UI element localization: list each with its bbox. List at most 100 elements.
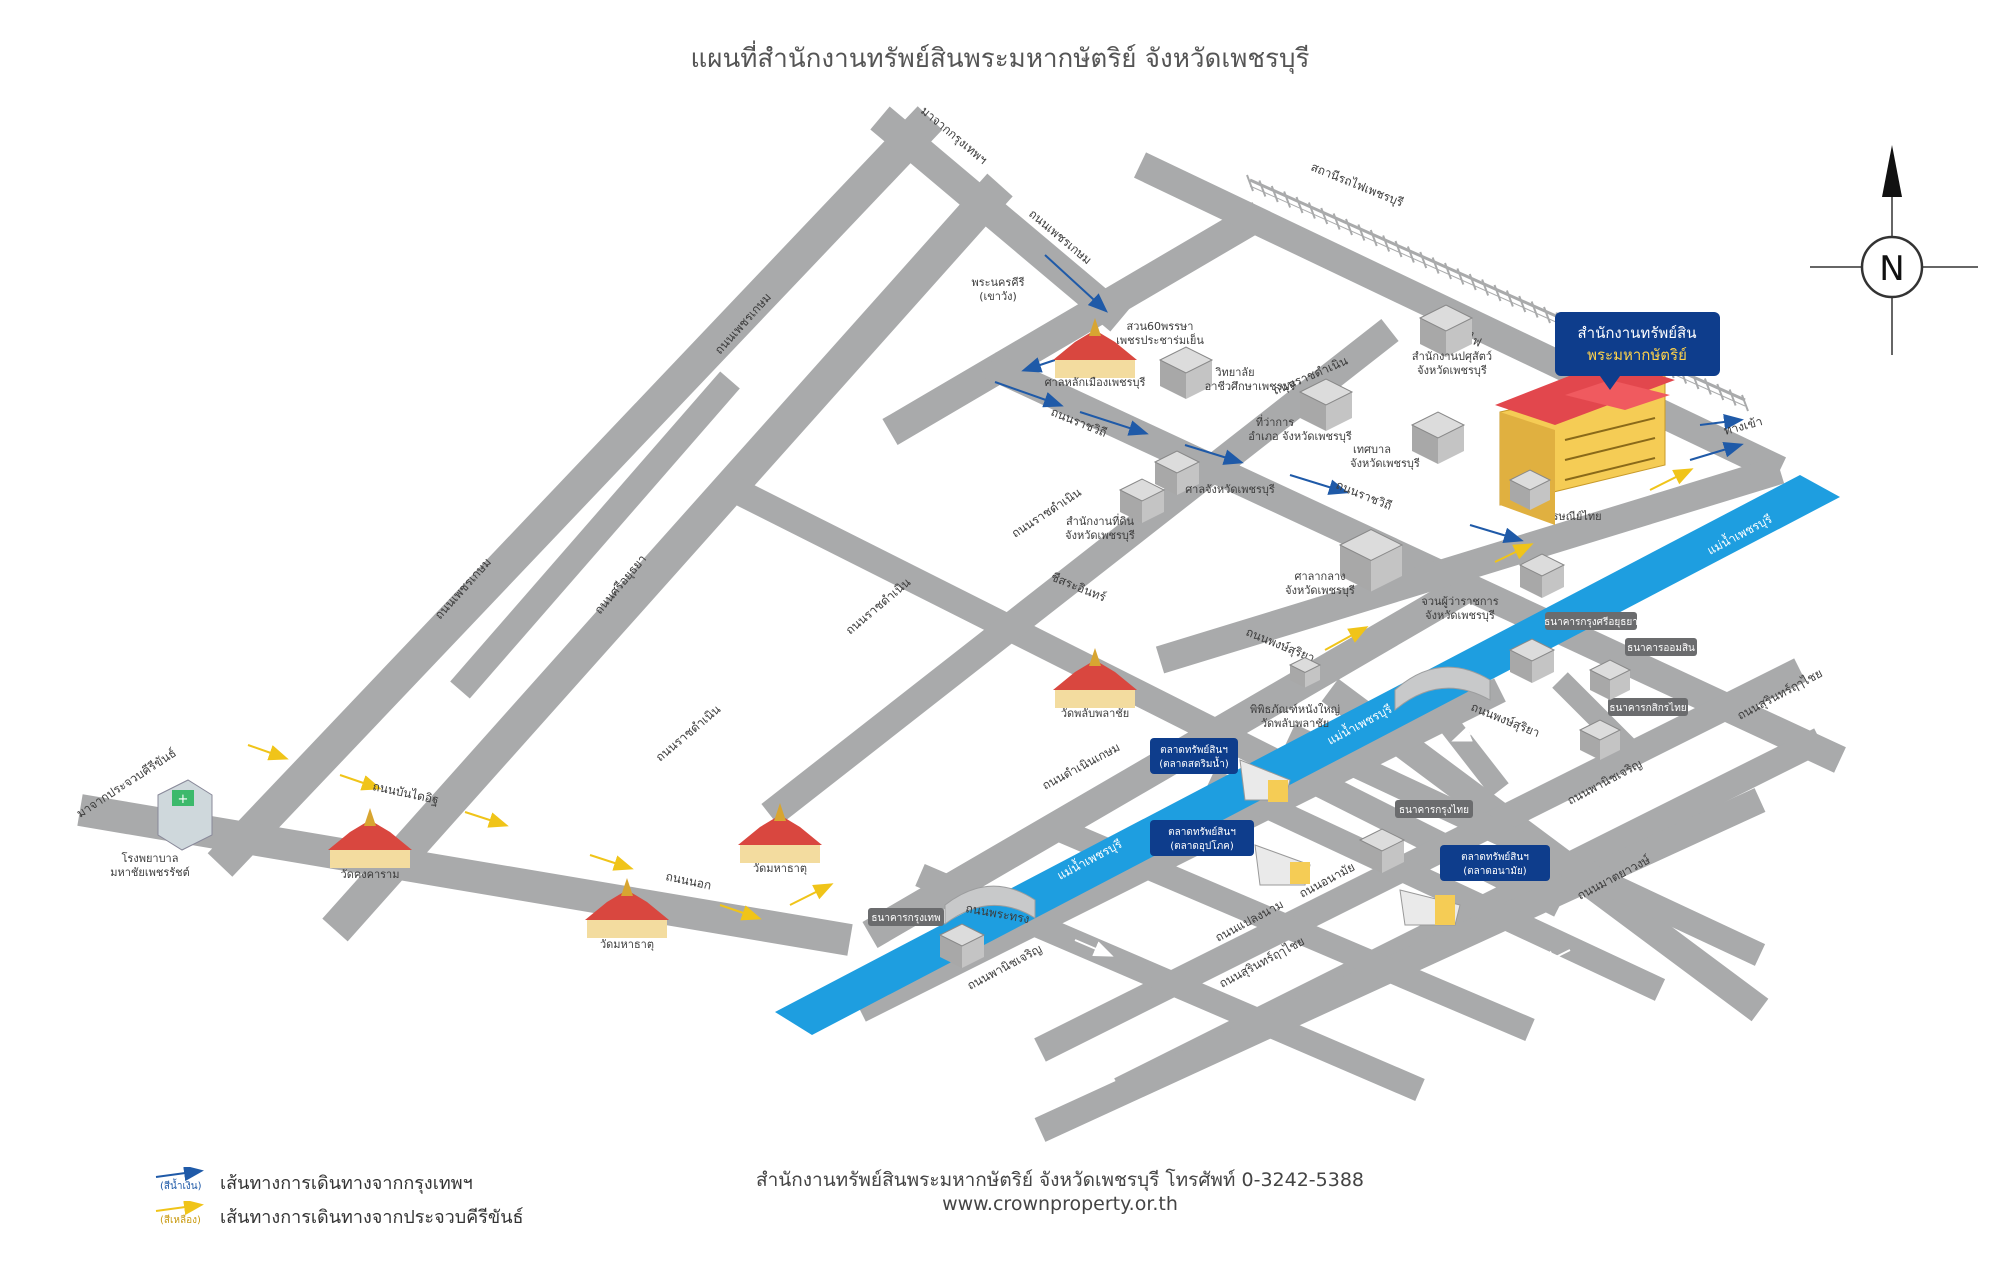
bank-callouts[interactable]: ธนาคารกรุงศรีอยุธยา ธนาคารออมสิน ธนาคารก… [868,612,1697,926]
bridges [944,666,1491,926]
svg-text:วัดมหาธาตุ: วัดมหาธาตุ [600,938,654,951]
temples [328,318,1137,938]
temple-wat-mahathat-2-icon [585,878,669,938]
svg-text:วัดพลับพลาชัย: วัดพลับพลาชัย [1261,717,1329,730]
market-callouts[interactable]: ตลาดทรัพย์สินฯ (ตลาดสดริมน้ำ) ตลาดทรัพย์… [1150,738,1550,926]
svg-text:ที่ว่าการ: ที่ว่าการ [1256,414,1294,429]
bank-kasikorn: ธนาคารกสิกรไทย [1608,698,1688,716]
bridge-south [944,885,1036,926]
svg-text:ศาลากลาง: ศาลากลาง [1294,570,1345,583]
building-post [1508,469,1552,510]
building-municipal [1410,411,1466,464]
bank-krungthai: ธนาคารกรุงไทย [1395,800,1473,818]
svg-text:มหาชัยเพชรรัชต์: มหาชัยเพชรรัชต์ [110,866,190,879]
label-ratchadamnoen-4: ถนนราชดำเนิน [653,702,723,764]
svg-text:อำเภอ จังหวัดเพชรบุรี: อำเภอ จังหวัดเพชรบุรี [1248,430,1352,443]
road-phetkasem-inner [322,173,1013,942]
svg-text:ธนาคารออมสิน: ธนาคารออมสิน [1627,643,1695,654]
svg-text:(ตลาดอนามัย): (ตลาดอนามัย) [1463,866,1527,877]
svg-text:วัดพลับพลาชัย: วัดพลับพลาชัย [1061,707,1129,720]
building-city-hall [1338,528,1404,592]
svg-text:ธนาคารกรุงไทย: ธนาคารกรุงไทย [1399,804,1469,816]
road-ratchadamnoen [761,318,1399,827]
legend-yellow-route: (สีเหลือง) เส้นทางการเดินทางจากประจวบคีร… [150,1199,524,1233]
svg-text:โรงพยาบาล: โรงพยาบาล [122,851,179,865]
hospital[interactable]: + [157,779,213,851]
map-title: แผนที่สำนักงานทรัพย์สินพระมหากษัตริย์ จั… [690,44,1310,74]
building-museum [1288,656,1322,688]
bridge-north [1394,666,1491,712]
crown-property-office[interactable]: สำนักงานทรัพย์สิน พระมหากษัตริย์ [1495,312,1720,525]
building-college [1158,346,1214,399]
svg-text:สำนักงานที่ดิน: สำนักงานที่ดิน [1066,513,1135,528]
building-governor [1518,553,1566,598]
svg-text:พิพิธภัณฑ์หนังใหญ่: พิพิธภัณฑ์หนังใหญ่ [1250,703,1340,716]
road-phong-suriya-north [1155,456,1785,674]
svg-text:ตลาดทรัพย์สินฯ: ตลาดทรัพย์สินฯ [1168,826,1236,838]
compass-letter: N [1879,249,1904,289]
market-3: ตลาดทรัพย์สินฯ (ตลาดอนามัย) [1399,845,1550,926]
market-1: ตลาดทรัพย์สินฯ (ตลาดสดริมน้ำ) [1150,738,1291,802]
svg-text:จังหวัดเพชรบุรี: จังหวัดเพชรบุรี [1425,609,1495,622]
svg-text:สวน60พรรษา: สวน60พรรษา [1127,320,1194,333]
bank-omsin: ธนาคารออมสิน [1625,638,1697,656]
hospital-cross-icon: + [178,792,189,807]
label-phong-suriya-2: ถนนพงษ์สุริยา [1469,700,1542,741]
footer-website[interactable]: www.crownproperty.or.th [942,1193,1178,1215]
svg-text:ธนาคารกรุงเทพ: ธนาคารกรุงเทพ [871,913,940,924]
svg-text:จังหวัดเพชรบุรี: จังหวัดเพชรบุรี [1285,584,1355,597]
building-livestock [1418,304,1474,357]
legend: (สีน้ำเงิน) เส้นทางการเดินทางจากกรุงเทพฯ… [150,1165,524,1233]
bank-krungthep: ธนาคารกรุงเทพ [868,908,944,926]
label-entrance: ทางเข้า [1722,414,1764,438]
label-bandai-it: ถนนบันไดอิฐ [371,779,440,807]
svg-text:ตลาดทรัพย์สินฯ: ตลาดทรัพย์สินฯ [1461,851,1529,863]
svg-text:จวนผู้ว่าราชการ: จวนผู้ว่าราชการ [1421,595,1498,608]
legend-blue-route: (สีน้ำเงิน) เส้นทางการเดินทางจากกรุงเทพฯ [150,1165,524,1199]
svg-text:เพชรประชาร่มเย็น: เพชรประชาร่มเย็น [1116,333,1204,347]
building-land-office [1118,478,1166,523]
svg-text:ศาลจังหวัดเพชรบุรี: ศาลจังหวัดเพชรบุรี [1185,483,1275,496]
road-khiri-rattaya [729,478,1566,917]
one-way-arrows [1074,726,1571,967]
svg-text:อาชีวศึกษาเพชรบุรี: อาชีวศึกษาเพชรบุรี [1205,380,1296,393]
svg-text:วัดคงคาราม: วัดคงคาราม [341,868,400,881]
building-court [1153,450,1201,495]
svg-text:ธนาคารกสิกรไทย: ธนาคารกสิกรไทย [1609,702,1686,714]
road-plaeng-nam [1204,769,1666,1001]
yellow-route [247,468,1694,921]
road-phetkasem-outer [207,106,943,877]
compass: N [1810,145,1978,355]
svg-text:จังหวัดเพชรบุรี: จังหวัดเพชรบุรี [1065,529,1135,542]
svg-text:(ตลาดสดริมน้ำ): (ตลาดสดริมน้ำ) [1159,756,1229,770]
label-ratchadamnoen-3: ถนนราชดำเนิน [843,575,913,637]
svg-text:วัดมหาธาตุ: วัดมหาธาตุ [753,862,807,875]
label-nok: ถนนนอก [664,869,712,892]
temple-wat-mahathat-1-icon [738,803,822,863]
buildings [938,304,1632,968]
svg-text:สำนักงานปศุสัตว์: สำนักงานปศุสัตว์ [1412,350,1492,363]
svg-text:จังหวัดเพชรบุรี: จังหวัดเพชรบุรี [1350,457,1420,470]
building-bank-krungsri [1508,638,1556,683]
footer-contact: สำนักงานทรัพย์สินพระมหากษัตริย์ จังหวัดเ… [755,1169,1365,1191]
temple-city-pillar-icon [1053,318,1137,378]
building-bank-krungthep [938,923,986,968]
svg-text:จังหวัดเพชรบุรี: จังหวัดเพชรบุรี [1417,364,1487,377]
temple-wat-phlapphla-icon [1053,648,1137,708]
building-district [1298,378,1354,431]
office-label-line2: พระมหากษัตริย์ [1587,346,1687,364]
place-labels: พระนครคีรี (เขาวัง) สวน60พรรษา เพชรประชา… [110,276,1498,951]
legend-yellow-text: เส้นทางการเดินทางจากประจวบคีรีขันธ์ [220,1206,524,1228]
label-ratchawithi-2: ถนนราชวิถี [1334,478,1394,513]
north-arrow-icon [1882,145,1902,197]
building-bank-krungthai [1358,828,1406,873]
svg-text:ศาลหลักเมืองเพชรบุรี: ศาลหลักเมืองเพชรบุรี [1045,376,1146,389]
road-si-ayutthaya [450,371,740,699]
svg-text:(ตลาดอุปโภค): (ตลาดอุปโภค) [1170,839,1234,852]
bank-krungsri: ธนาคารกรุงศรีอยุธยา [1544,612,1638,630]
building-bank-kasikorn [1578,719,1622,760]
market-2: ตลาดทรัพย์สินฯ (ตลาดอุปโภค) [1150,820,1311,886]
legend-blue-text: เส้นทางการเดินทางจากกรุงเทพฯ [220,1172,473,1194]
road-rot-fai-west [882,202,1268,445]
